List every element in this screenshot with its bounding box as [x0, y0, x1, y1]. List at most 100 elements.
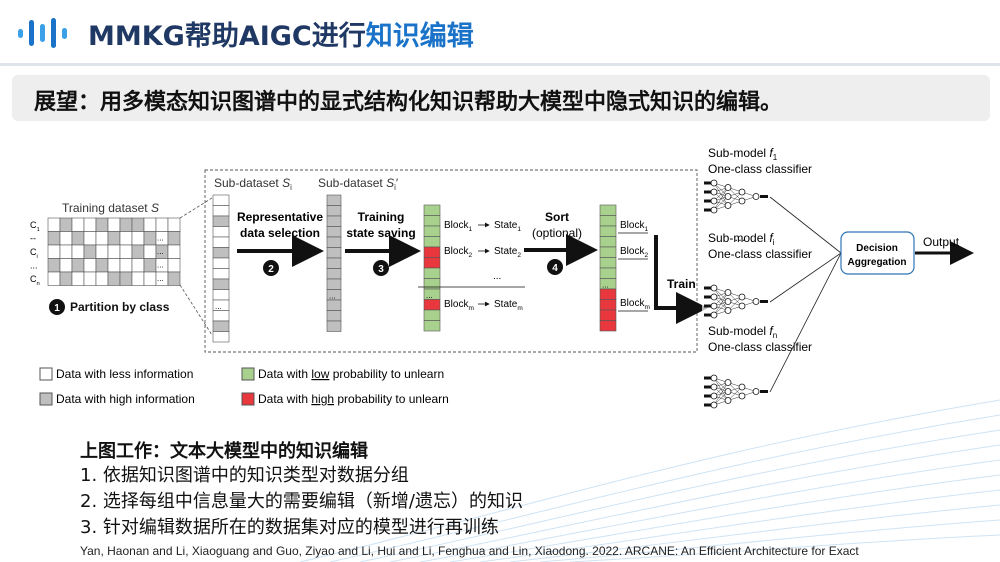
column-cell — [326, 320, 342, 332]
network-input — [704, 286, 711, 290]
grid-cell — [143, 271, 157, 286]
grid-cell — [47, 271, 61, 286]
grid-cell — [71, 217, 85, 232]
column-ellipsis: ... — [602, 281, 609, 290]
grid-cell — [131, 271, 145, 286]
class-label: ... — [30, 261, 38, 271]
legend-high-info: Data with high information — [56, 392, 195, 406]
network-input — [704, 385, 711, 389]
column-cell — [212, 205, 230, 217]
column-cell — [423, 236, 441, 248]
network-node — [752, 298, 760, 305]
partition-link-top — [179, 197, 213, 219]
decorative-wave-lines — [299, 399, 1000, 562]
network-input — [704, 394, 711, 398]
outlook-banner — [12, 75, 990, 121]
grid-cell — [59, 217, 73, 232]
column-cell — [326, 257, 342, 269]
caption-item-2: 2. 选择每组中信息量大的需要编辑（新增/遗忘）的知识 — [80, 491, 523, 512]
grid-cell — [119, 231, 133, 246]
step-2-line1: Representative — [237, 210, 323, 224]
column-ellipsis: ... — [426, 291, 433, 300]
grid-cell — [59, 231, 73, 246]
grid-cell — [119, 271, 133, 286]
selected-column: ... — [326, 194, 342, 332]
train-arrow — [654, 235, 708, 324]
train-label: Train — [667, 277, 696, 291]
network-node — [710, 179, 718, 187]
grid-cell — [47, 217, 61, 232]
network-node — [752, 193, 760, 200]
network-node — [738, 188, 746, 196]
column-cell — [326, 215, 342, 227]
grid-cell — [59, 244, 73, 259]
column-cell — [326, 299, 342, 311]
column-cell — [423, 278, 441, 290]
step-4-line2: (optional) — [532, 226, 582, 240]
column-cell — [326, 194, 342, 206]
network-node — [738, 383, 746, 391]
step-3-line1: Training — [358, 210, 405, 224]
training-dataset-grid: ............ — [47, 217, 181, 286]
partition-link-bottom — [179, 284, 213, 336]
submodel-label: Sub-model fi — [708, 231, 775, 247]
aggregation-link — [769, 196, 842, 254]
network-node — [752, 388, 760, 395]
column-cell — [423, 267, 441, 279]
network-input — [704, 190, 711, 194]
grid-cell — [47, 231, 61, 246]
arcane-diagram: Training dataset S ............ C1--Ci..… — [30, 146, 974, 414]
submodel-label: Sub-model fn — [708, 324, 777, 340]
block-label: Block2 — [444, 246, 472, 259]
column-cell — [599, 236, 617, 248]
classifier-label: One-class classifier — [708, 247, 812, 261]
column-cell — [423, 204, 441, 216]
network-node — [710, 392, 718, 400]
state-label: Statem — [494, 299, 523, 312]
decision-line2: Aggregation — [848, 257, 907, 268]
state-label: State2 — [494, 246, 521, 259]
grid-cell — [131, 231, 145, 246]
grid-cell — [107, 244, 121, 259]
grid-cell — [119, 217, 133, 232]
network-node — [738, 197, 746, 205]
sorted-block-label: Block2 — [620, 246, 648, 259]
column-cell — [326, 268, 342, 280]
network-node — [738, 293, 746, 301]
network-input — [704, 295, 711, 299]
grid-ellipsis: ... — [157, 234, 164, 243]
network-output — [760, 390, 768, 393]
network-node — [710, 383, 718, 391]
column-cell — [212, 257, 230, 269]
grid-cell — [131, 258, 145, 273]
class-label: Cn — [30, 274, 40, 287]
network-input — [704, 181, 711, 185]
process-box — [204, 169, 698, 353]
column-cell — [599, 246, 617, 258]
subdataset-column: ... — [212, 194, 230, 343]
grid-cell — [131, 217, 145, 232]
grid-cell — [71, 231, 85, 246]
subdataset-prime-label: Sub-dataset Si′ — [318, 176, 399, 192]
column-cell — [423, 299, 441, 311]
legend-high-prob: Data with high probability to unlearn — [258, 392, 449, 406]
network-node — [724, 193, 732, 200]
step-2-badge — [263, 260, 279, 276]
step-1-badge — [49, 299, 65, 315]
grid-cell — [167, 231, 181, 246]
legend-swatch-high-prob — [241, 392, 255, 406]
grid-cell — [71, 258, 85, 273]
grid-ellipsis: ... — [157, 274, 164, 283]
column-cell — [599, 215, 617, 227]
column-cell — [599, 257, 617, 269]
network-edge — [713, 382, 729, 406]
aggregation-link — [769, 252, 842, 393]
column-cell — [423, 309, 441, 321]
title-divider — [0, 63, 1000, 66]
caption-item-1: 1. 依据知识图谱中的知识类型对数据分组 — [80, 465, 409, 486]
column-cell — [212, 215, 230, 227]
column-cell — [326, 205, 342, 217]
column-cell — [212, 236, 230, 248]
column-cell — [423, 215, 441, 227]
